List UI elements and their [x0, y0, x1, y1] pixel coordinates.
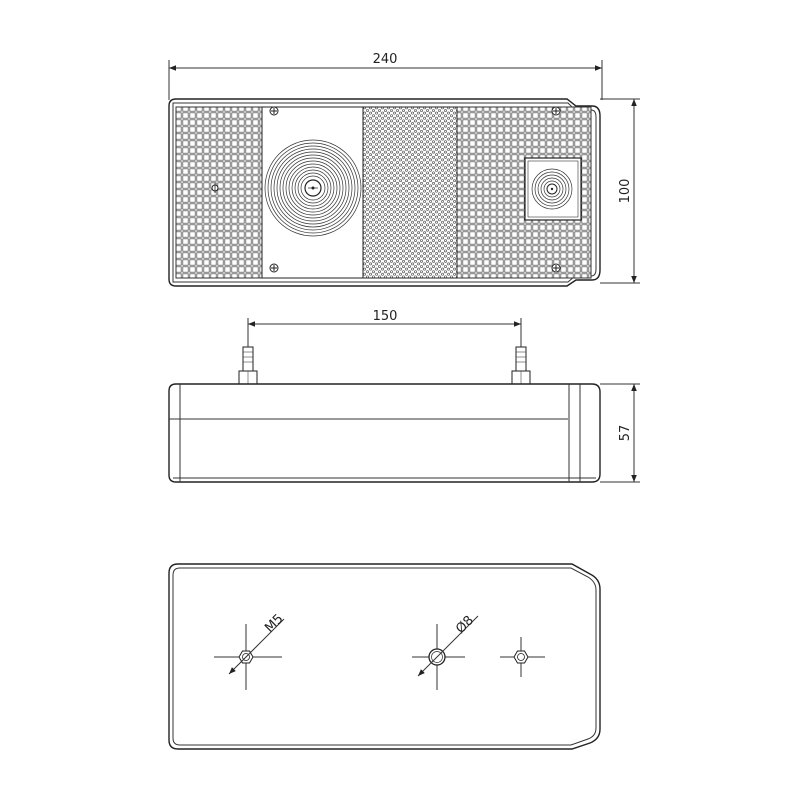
screw-icon-bottom-left — [269, 263, 279, 273]
lens-ring — [267, 142, 359, 234]
lens-ring — [291, 166, 335, 210]
dimension-height-front: 100 — [600, 98, 640, 284]
screw-icon-bottom-right — [551, 263, 561, 273]
rear-view: M5 Ø8 — [168, 563, 601, 750]
dim-label-57: 57 — [618, 425, 633, 442]
lamp-housing-rear — [168, 563, 601, 750]
screw-icon-top-left — [269, 106, 279, 116]
mounting-stud-left — [238, 346, 258, 385]
small-lens-ring — [531, 168, 573, 210]
concentric-lens — [261, 106, 364, 279]
screw-icon-top-right — [551, 106, 561, 116]
small-lens — [524, 157, 582, 221]
lens-ring — [294, 169, 332, 207]
rear-stud-m5: M5 — [214, 611, 287, 690]
drain-mark-icon — [211, 183, 219, 193]
small-lens-ring — [537, 174, 567, 204]
small-lens-ring — [540, 177, 564, 201]
lens-ring — [300, 175, 326, 201]
mounting-stud-right — [511, 346, 531, 385]
reflector-panel — [362, 106, 458, 279]
lens-ring — [276, 151, 350, 225]
dim-label-m5: M5 — [262, 611, 286, 635]
lens-ring — [264, 139, 362, 237]
lens-ring — [270, 145, 356, 231]
side-view: 150 57 — [168, 309, 640, 483]
front-view: 240 100 — [168, 52, 640, 287]
lens-ring — [297, 172, 329, 204]
small-lens-ring — [543, 180, 561, 198]
lens-ring — [285, 160, 341, 216]
dim-label-d8: Ø8 — [453, 613, 477, 637]
dim-label-150: 150 — [373, 309, 398, 324]
lens-ring — [273, 148, 353, 228]
lamp-housing-front — [168, 98, 601, 287]
small-lens-ring — [534, 171, 570, 207]
rear-stud-right — [500, 637, 545, 677]
lens-ring — [282, 157, 344, 219]
dim-label-240: 240 — [373, 52, 398, 67]
lamp-housing-side — [168, 383, 601, 483]
dimension-depth: 57 — [600, 383, 640, 483]
rear-hole-diameter-8: Ø8 — [412, 613, 479, 690]
dimension-overall-width: 240 — [168, 52, 603, 100]
dimension-stud-spacing: 150 — [247, 309, 522, 348]
lens-ring — [279, 154, 347, 222]
dim-label-100: 100 — [618, 179, 633, 204]
lens-ring — [288, 163, 338, 213]
grid-lens-left — [176, 107, 262, 278]
